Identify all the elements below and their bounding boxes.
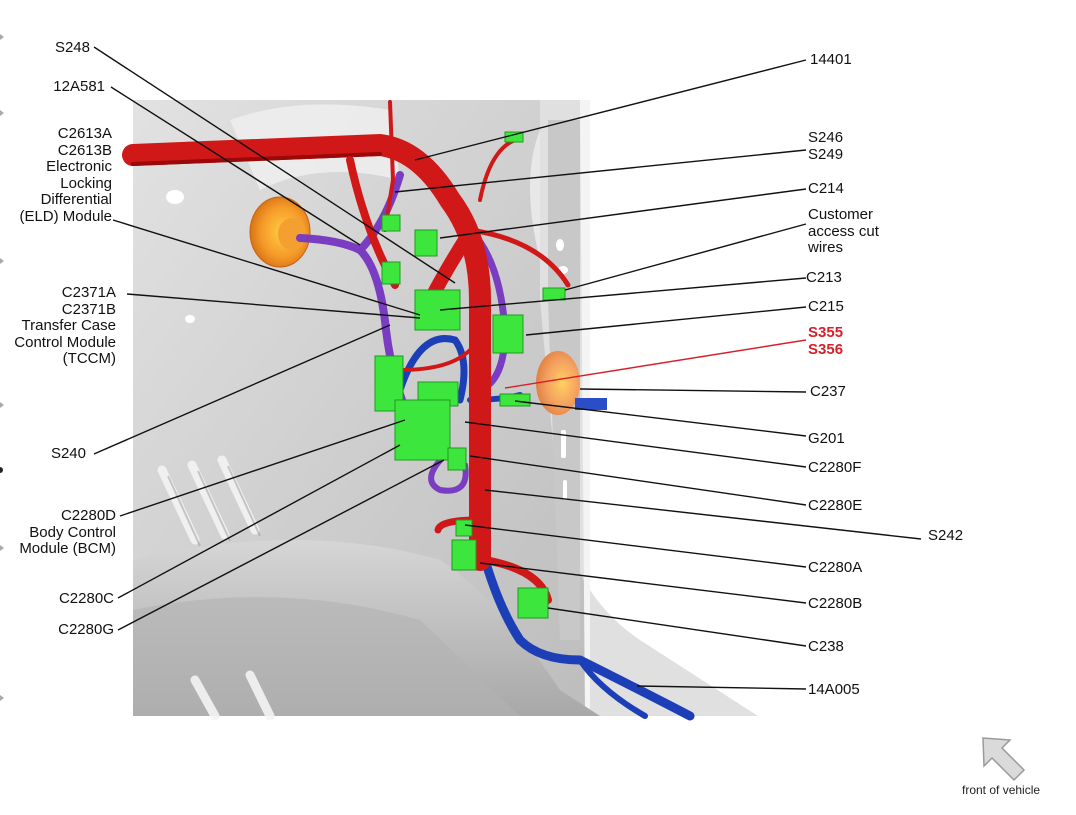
front-of-vehicle-label: front of vehicle bbox=[962, 783, 1041, 797]
label-C2613-eld-module: C2613A C2613B Electronic Locking Differe… bbox=[19, 125, 112, 225]
label-S240: S240 bbox=[50, 445, 86, 462]
label-C2280C: C2280C bbox=[58, 590, 114, 607]
label-C213: C213 bbox=[806, 269, 842, 286]
label-C214: C214 bbox=[808, 180, 844, 197]
label-S242: S242 bbox=[928, 527, 964, 544]
label-C215: C215 bbox=[808, 298, 844, 315]
label-C2280F: C2280F bbox=[808, 459, 862, 476]
label-14401: 14401 bbox=[810, 51, 852, 68]
label-C237: C237 bbox=[810, 383, 846, 400]
grommet-left bbox=[249, 196, 311, 268]
label-C2280E: C2280E bbox=[808, 497, 863, 514]
label-C2371-tccm: C2371A C2371B Transfer Case Control Modu… bbox=[14, 284, 116, 367]
label-C2280B: C2280B bbox=[808, 595, 863, 612]
label-G201: G201 bbox=[808, 430, 845, 447]
label-C2280D-bcm: C2280D Body Control Module (BCM) bbox=[19, 507, 116, 557]
label-customer-access-cut-wires: Customer access cut wires bbox=[808, 206, 879, 256]
label-C2280G: C2280G bbox=[58, 621, 114, 638]
label-C2280A: C2280A bbox=[808, 559, 863, 576]
grommet-right bbox=[536, 351, 607, 415]
edge-ticks bbox=[0, 34, 4, 701]
front-of-vehicle-arrow-icon bbox=[982, 737, 1026, 782]
label-14A005: 14A005 bbox=[808, 681, 860, 698]
leader-lines bbox=[93, 46, 922, 690]
label-12A581: 12A581 bbox=[53, 78, 105, 95]
connectors bbox=[374, 131, 566, 619]
label-S355-S356: S355 S356 bbox=[808, 324, 844, 358]
label-S246-S249: S246 S249 bbox=[808, 129, 844, 163]
label-S248: S248 bbox=[54, 39, 90, 56]
label-C238: C238 bbox=[808, 638, 844, 655]
